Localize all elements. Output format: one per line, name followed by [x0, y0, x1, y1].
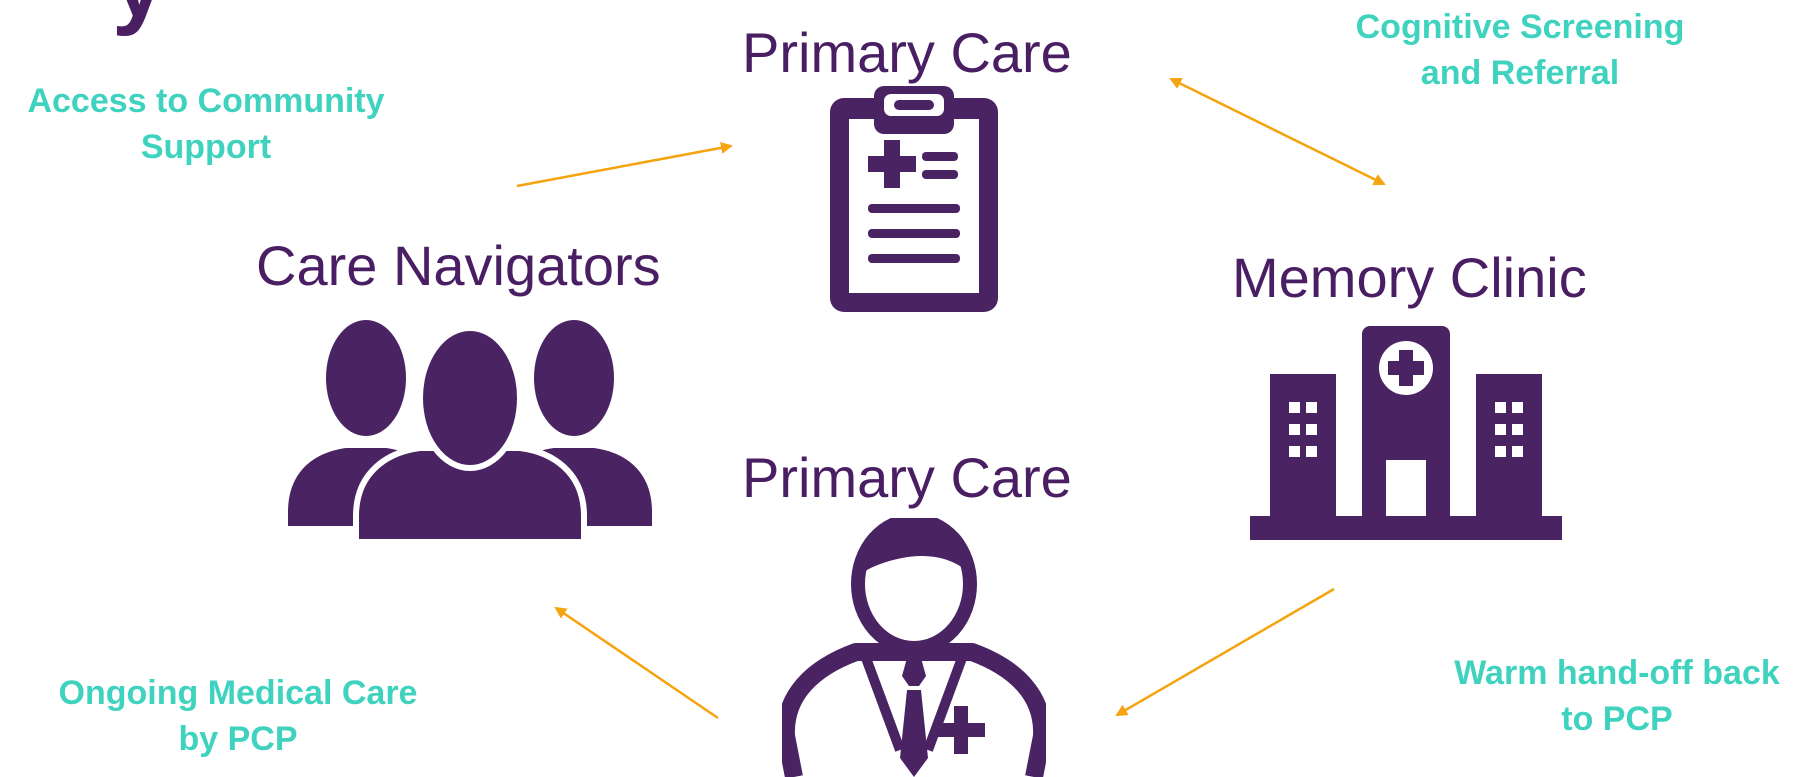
step-label-line: Support [140, 128, 272, 166]
step-label-ongoing-care: Ongoing Medical Care by PCP [30, 670, 446, 762]
step-label-line: Warm hand-off back [1454, 654, 1780, 692]
arrow-primary-care-to-care-navigators [554, 606, 719, 720]
arrow-memory-clinic-to-primary-care [1115, 587, 1335, 717]
step-label-community-support: Access to Community Support [0, 78, 412, 170]
group-people-icon [288, 320, 652, 542]
step-label-line: Access to Community [27, 82, 385, 120]
heading-fragment: y [112, 0, 165, 32]
clipboard-medical-icon [830, 86, 998, 312]
step-label-warm-handoff: Warm hand-off back to PCP [1422, 650, 1812, 742]
step-label-line: to PCP [1561, 700, 1673, 738]
arrow-primary-care-to-memory-clinic [1169, 77, 1386, 186]
step-label-cognitive-screening: Cognitive Screening and Referral [1320, 4, 1720, 96]
node-title-memory-clinic: Memory Clinic [1232, 246, 1587, 309]
node-title-primary-care-top: Primary Care [742, 21, 1072, 84]
node-title-primary-care-bottom: Primary Care [742, 446, 1072, 509]
step-label-line: and Referral [1420, 54, 1620, 92]
doctor-icon [782, 518, 1046, 777]
node-title-care-navigators: Care Navigators [256, 234, 661, 297]
step-label-line: by PCP [178, 720, 298, 758]
arrow-care-navigators-to-primary-care [516, 141, 733, 188]
hospital-building-icon [1250, 326, 1562, 540]
step-label-line: Ongoing Medical Care [58, 674, 418, 712]
step-label-line: Cognitive Screening [1355, 8, 1685, 46]
